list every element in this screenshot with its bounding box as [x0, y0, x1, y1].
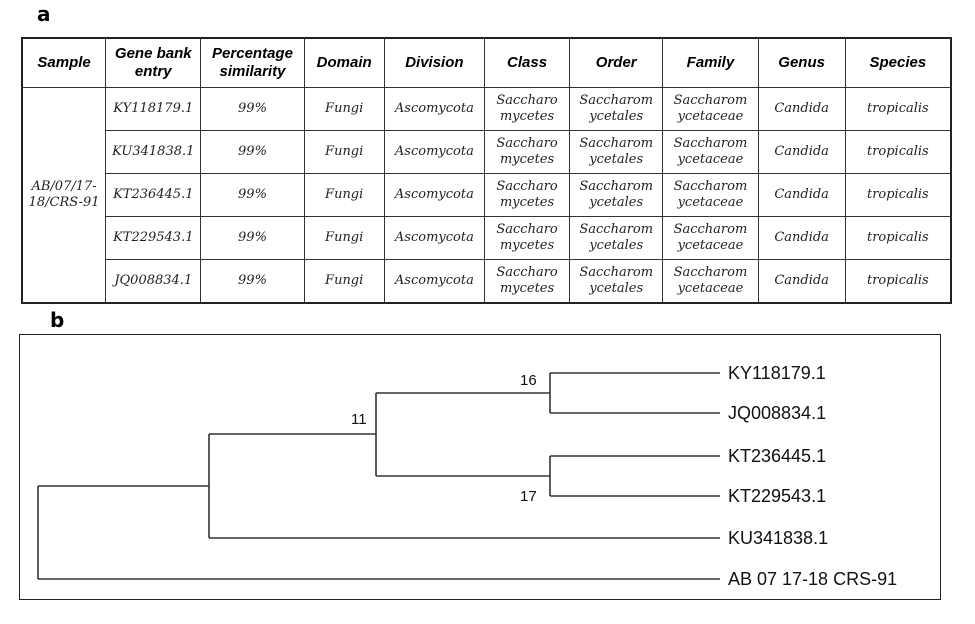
- cell-family: Saccharom ycetaceae: [662, 87, 759, 131]
- panel-b-label: b: [50, 308, 65, 332]
- table-row: KT229543.1 99% Fungi Ascomycota Saccharo…: [22, 216, 952, 260]
- cell-division: Ascomycota: [383, 130, 485, 174]
- header-gene-bank-entry: Gene bank entry: [105, 37, 202, 88]
- table-row: KU341838.1 99% Fungi Ascomycota Saccharo…: [22, 130, 952, 174]
- header-class: Class: [483, 37, 571, 88]
- header-division: Division: [383, 37, 485, 88]
- table-header-row: Sample Gene bank entry Percentage simila…: [21, 37, 952, 88]
- cell-entry: KY118179.1: [105, 87, 202, 131]
- cell-similarity: 99%: [200, 87, 305, 131]
- cell-class: Saccharo mycetes: [483, 87, 571, 131]
- cell-division: Ascomycota: [383, 173, 485, 217]
- clade-17: [376, 456, 551, 496]
- cell-family: Saccharom ycetaceae: [662, 130, 759, 174]
- leaf-label: JQ008834.1: [728, 403, 826, 423]
- cell-division: Ascomycota: [383, 87, 485, 131]
- bootstrap-label: 17: [520, 488, 537, 505]
- cell-family: Saccharom ycetaceae: [662, 216, 759, 260]
- header-order: Order: [569, 37, 664, 88]
- cell-species: tropicalis: [844, 130, 952, 174]
- cell-entry: KT236445.1: [105, 173, 202, 217]
- header-family: Family: [662, 37, 759, 88]
- leaf-label: KU341838.1: [728, 528, 828, 548]
- cell-entry: JQ008834.1: [105, 259, 202, 303]
- leaf-label: AB 07 17-18 CRS-91: [728, 569, 897, 589]
- header-sample: Sample: [21, 37, 107, 88]
- cell-class: Saccharo mycetes: [483, 173, 571, 217]
- cell-genus: Candida: [757, 259, 846, 303]
- cell-division: Ascomycota: [383, 259, 485, 303]
- cell-domain: Fungi: [303, 216, 385, 260]
- taxonomy-table: Sample Gene bank entry Percentage simila…: [21, 37, 952, 304]
- cell-domain: Fungi: [303, 87, 385, 131]
- header-percentage-similarity: Percentage similarity: [200, 37, 305, 88]
- bootstrap-label: 16: [520, 372, 537, 389]
- cell-order: Saccharom ycetales: [569, 216, 664, 260]
- cell-genus: Candida: [757, 130, 846, 174]
- cell-similarity: 99%: [200, 216, 305, 260]
- cell-division: Ascomycota: [383, 216, 485, 260]
- cell-order: Saccharom ycetales: [569, 130, 664, 174]
- cell-class: Saccharo mycetes: [483, 259, 571, 303]
- leaf-label: KT236445.1: [728, 446, 826, 466]
- table-row: AB/07/17-18/CRS-91 KY118179.1 99% Fungi …: [21, 87, 952, 303]
- bootstrap-label: 11: [351, 411, 367, 428]
- clade-16: [376, 373, 551, 413]
- header-domain: Domain: [303, 37, 385, 88]
- cell-domain: Fungi: [303, 259, 385, 303]
- cell-entry: KT229543.1: [105, 216, 202, 260]
- cell-genus: Candida: [757, 173, 846, 217]
- cell-similarity: 99%: [200, 259, 305, 303]
- cell-species: tropicalis: [844, 259, 952, 303]
- cell-order: Saccharom ycetales: [569, 259, 664, 303]
- cell-family: Saccharom ycetaceae: [662, 173, 759, 217]
- cell-similarity: 99%: [200, 130, 305, 174]
- table-row: KT236445.1 99% Fungi Ascomycota Saccharo…: [22, 173, 952, 217]
- panel-a-label: a: [37, 2, 51, 26]
- cell-genus: Candida: [757, 216, 846, 260]
- phylogenetic-tree-frame: 16 11 17 KY118179.1 JQ008834.1 KT236445.…: [19, 334, 941, 600]
- cell-domain: Fungi: [303, 130, 385, 174]
- cell-class: Saccharo mycetes: [483, 130, 571, 174]
- cell-domain: Fungi: [303, 173, 385, 217]
- cell-species: tropicalis: [844, 173, 952, 217]
- cell-order: Saccharom ycetales: [569, 87, 664, 131]
- header-species: Species: [844, 37, 952, 88]
- cell-entry: KU341838.1: [105, 130, 202, 174]
- sample-cell: AB/07/17-18/CRS-91: [21, 87, 107, 303]
- clade-11: [209, 393, 377, 476]
- cell-class: Saccharo mycetes: [483, 216, 571, 260]
- cell-similarity: 99%: [200, 173, 305, 217]
- cell-species: tropicalis: [844, 87, 952, 131]
- phylogenetic-tree: 16 11 17 KY118179.1 JQ008834.1 KT236445.…: [37, 363, 897, 589]
- clade-inner: [38, 434, 210, 538]
- cell-species: tropicalis: [844, 216, 952, 260]
- leaf-label: KY118179.1: [728, 363, 826, 383]
- cell-genus: Candida: [757, 87, 846, 131]
- table-row: JQ008834.1 99% Fungi Ascomycota Saccharo…: [22, 259, 952, 303]
- header-genus: Genus: [757, 37, 846, 88]
- leaf-label: KT229543.1: [728, 486, 826, 506]
- cell-family: Saccharom ycetaceae: [662, 259, 759, 303]
- cell-order: Saccharom ycetales: [569, 173, 664, 217]
